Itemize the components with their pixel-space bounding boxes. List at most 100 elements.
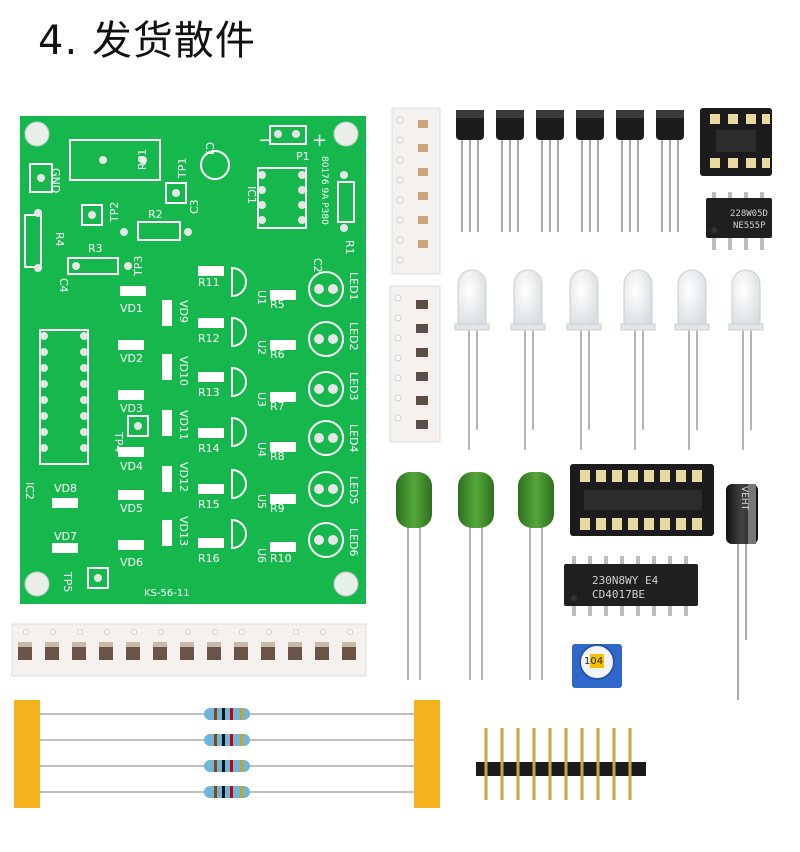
label-vd3: VD3: [120, 402, 143, 415]
page-title: 4. 发货散件: [38, 18, 256, 64]
label-c3: C3: [188, 199, 201, 214]
ne555-label: NE555P: [733, 221, 766, 231]
resistor: [40, 786, 414, 798]
label-c2: C2: [311, 258, 324, 273]
label-led5: LED5: [347, 476, 360, 505]
label-r7: R7: [270, 400, 285, 413]
ic-socket-8pin: [700, 108, 772, 176]
label-r15: R15: [198, 498, 220, 511]
label-tp2: TP2: [108, 202, 121, 223]
label-vd9: VD9: [177, 300, 190, 323]
label-u1: U1: [255, 290, 268, 305]
transistor: [536, 110, 564, 232]
label-codes: 80176 9A P380: [319, 156, 329, 225]
cap-brand: VEHT: [739, 486, 749, 511]
trimpot-value: 104: [584, 656, 603, 667]
label-vd2: VD2: [120, 352, 143, 365]
label-vd7: VD7: [54, 530, 77, 543]
label-led2: LED2: [347, 322, 360, 351]
label-tp1: TP1: [176, 158, 189, 179]
transistor: [576, 110, 604, 232]
label-r4: R4: [53, 232, 66, 247]
white-led: [728, 269, 764, 450]
label-ic1: IC1: [245, 186, 258, 204]
cd4017-label: CD4017BE: [592, 588, 645, 601]
resistor: [40, 760, 414, 772]
label-gnd: GND: [49, 168, 62, 193]
transistor: [616, 110, 644, 232]
label-r13: R13: [198, 386, 220, 399]
label-vd5: VD5: [120, 502, 143, 515]
resistor: [40, 708, 414, 720]
label-r9: R9: [270, 502, 285, 515]
label-u2: U2: [255, 340, 268, 355]
label-vd8: VD8: [54, 482, 77, 495]
label-r14: R14: [198, 442, 220, 455]
label-r11: R11: [198, 276, 220, 289]
label-r1: R1: [343, 240, 356, 255]
label-rp1: RP1: [136, 149, 149, 170]
smd-capacitor-tape: [391, 107, 441, 275]
pcb-board: RP1 TP1 TP2 TP3 TP4 TP5 GND P1 + − C1 C2…: [20, 116, 366, 604]
electrolytic-capacitor: VEHT: [726, 484, 758, 700]
white-led: [620, 269, 656, 450]
resistor: [40, 734, 414, 746]
label-vd10: VD10: [177, 356, 190, 386]
film-capacitor: [396, 472, 432, 680]
smd-resistor-tape: [389, 285, 441, 443]
label-vd13: VD13: [177, 516, 190, 546]
label-led1: LED1: [347, 272, 360, 301]
label-r16: R16: [198, 552, 220, 565]
transistor: [496, 110, 524, 232]
white-led: [510, 269, 546, 450]
film-capacitors: [396, 472, 554, 680]
label-r3: R3: [88, 242, 103, 255]
smd-diode-tape: [11, 623, 367, 677]
label-minus: −: [258, 130, 273, 151]
label-r12: R12: [198, 332, 220, 345]
transistor: [456, 110, 484, 232]
label-led6: LED6: [347, 528, 360, 557]
label-ic2: IC2: [23, 482, 36, 500]
label-tp5: TP5: [61, 571, 74, 592]
ne555-chip: 228W05D NE555P: [706, 192, 772, 250]
resistor-tape: [14, 700, 440, 808]
ic-socket-16pin: [570, 464, 714, 536]
label-r2: R2: [148, 208, 163, 221]
label-tp3: TP3: [132, 256, 145, 277]
white-led: [566, 269, 602, 450]
label-u4: U4: [255, 442, 268, 457]
cd4017-code: 230N8WY E4: [592, 574, 659, 587]
label-r6: R6: [270, 348, 285, 361]
pin-header: [476, 728, 646, 800]
label-r10: R10: [270, 552, 292, 565]
white-led: [454, 269, 490, 450]
film-capacitor: [458, 472, 494, 680]
label-vd12: VD12: [177, 462, 190, 492]
board-id: KS-56-11: [144, 588, 190, 599]
film-capacitor: [518, 472, 554, 680]
label-c4: C4: [57, 278, 70, 293]
label-u6: U6: [255, 548, 268, 563]
label-c1: C1: [203, 142, 216, 157]
ne555-code: 228W05D: [730, 209, 768, 219]
trimmer-potentiometer: 104: [572, 644, 622, 688]
label-led3: LED3: [347, 372, 360, 401]
label-plus: +: [312, 130, 327, 151]
label-r5: R5: [270, 298, 285, 311]
label-p1: P1: [296, 150, 310, 163]
label-vd4: VD4: [120, 460, 143, 473]
label-vd11: VD11: [177, 410, 190, 440]
label-led4: LED4: [347, 424, 360, 453]
white-led: [674, 269, 710, 450]
cd4017-chip: 230N8WY E4 CD4017BE: [564, 556, 698, 616]
label-tp4: TP4: [112, 431, 125, 452]
transistors: [456, 110, 684, 232]
label-u5: U5: [255, 494, 268, 509]
white-leds: [454, 269, 764, 450]
label-u3: U3: [255, 392, 268, 407]
transistor: [656, 110, 684, 232]
label-r8: R8: [270, 450, 285, 463]
label-vd1: VD1: [120, 302, 143, 315]
